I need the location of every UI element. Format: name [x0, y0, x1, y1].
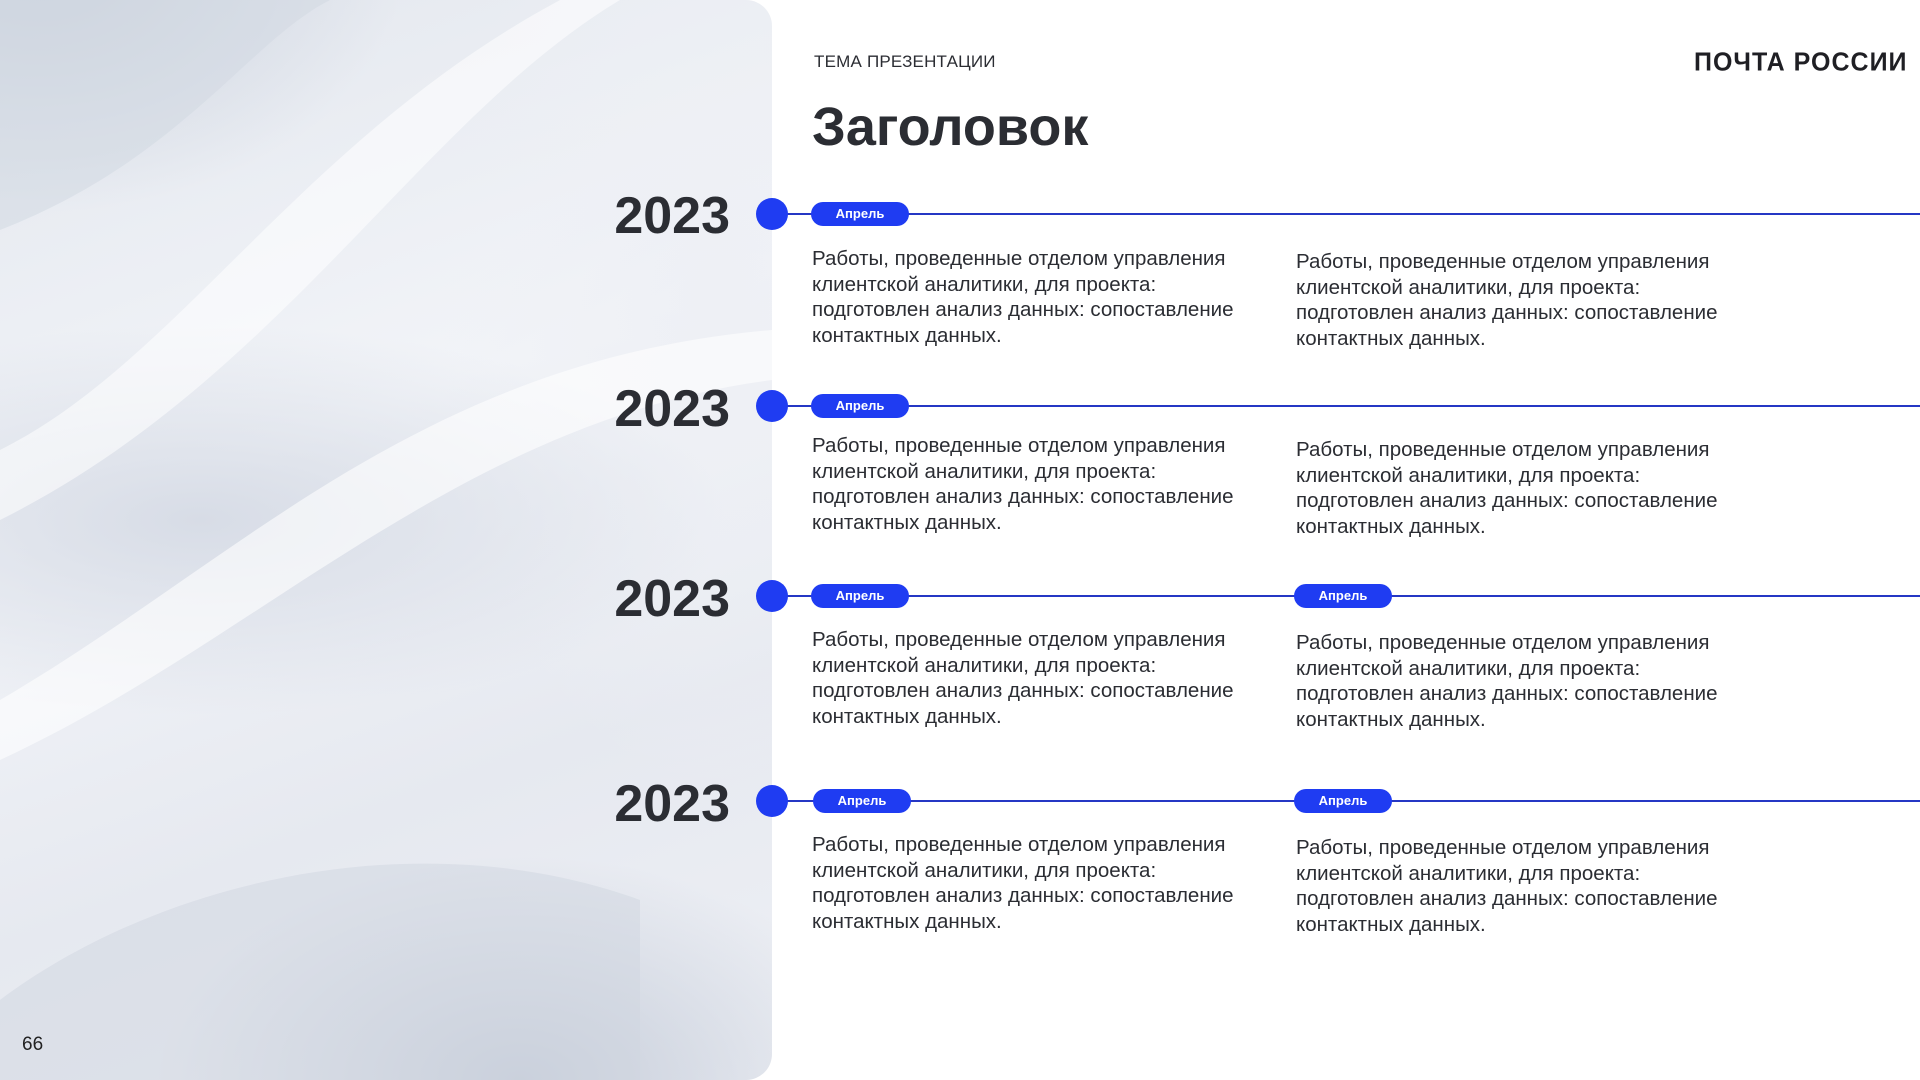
page-title: Заголовок: [812, 97, 1089, 157]
page-number: 66: [22, 1034, 44, 1055]
timeline-text: Работы, проведенные отделом управления к…: [1296, 250, 1718, 350]
month-badge: Апрель: [811, 202, 909, 226]
month-badge: Апрель: [813, 789, 911, 813]
timeline-year: 2023: [614, 570, 730, 628]
timeline-text: Работы, проведенные отделом управления к…: [1296, 836, 1718, 936]
timeline-dot: [756, 198, 788, 230]
month-badge: Апрель: [811, 584, 909, 608]
timeline-text: Работы, проведенные отделом управления к…: [812, 247, 1234, 347]
timeline-text: Работы, проведенные отделом управления к…: [812, 833, 1234, 933]
timeline-dot: [756, 785, 788, 817]
timeline-year: 2023: [614, 380, 730, 438]
timeline-line: [772, 405, 1920, 407]
timeline-dot: [756, 580, 788, 612]
month-badge: Апрель: [1294, 584, 1392, 608]
timeline-year: 2023: [614, 775, 730, 833]
timeline-text: Работы, проведенные отделом управления к…: [812, 628, 1234, 728]
timeline-line: [772, 213, 1920, 215]
background-image: 66: [0, 0, 772, 1080]
month-badge: Апрель: [1294, 789, 1392, 813]
month-badge: Апрель: [811, 394, 909, 418]
timeline-year: 2023: [614, 187, 730, 245]
timeline-text: Работы, проведенные отделом управления к…: [1296, 631, 1718, 731]
russian-post-logo: ПОЧТА РОССИИ: [1694, 47, 1908, 77]
presentation-topic: ТЕМА ПРЕЗЕНТАЦИИ: [814, 52, 996, 71]
timeline-text: Работы, проведенные отделом управления к…: [1296, 438, 1718, 538]
timeline-dot: [756, 390, 788, 422]
timeline-text: Работы, проведенные отделом управления к…: [812, 434, 1234, 534]
